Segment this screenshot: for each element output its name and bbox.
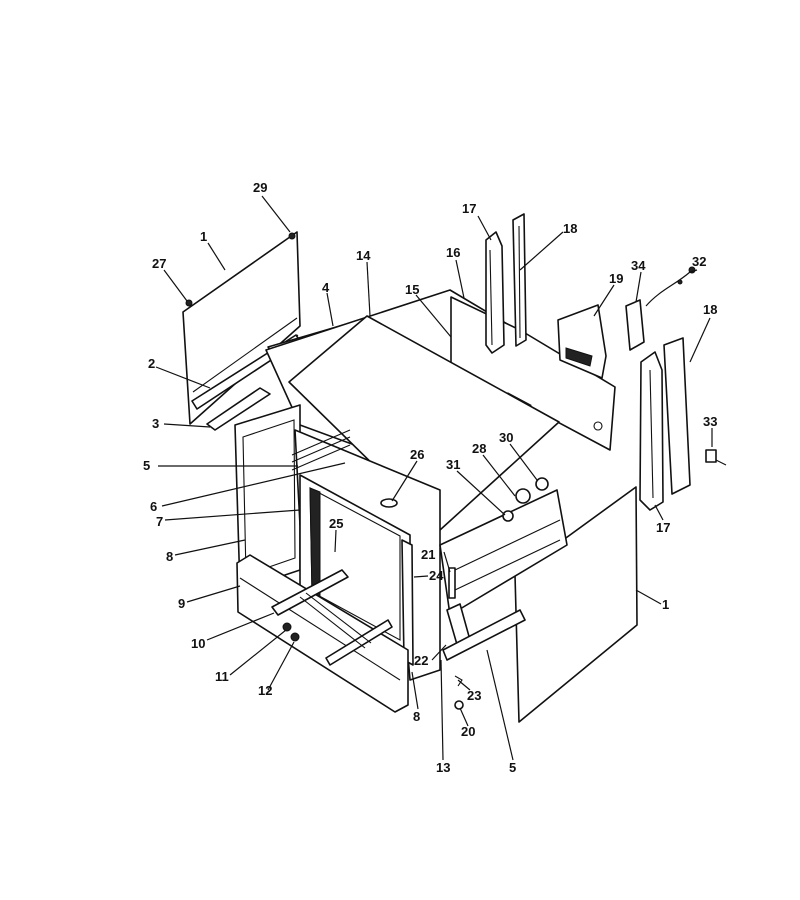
liner-bars <box>291 429 351 471</box>
vent-bracket <box>557 304 607 379</box>
callout-22: 22 <box>414 653 428 668</box>
control-area <box>439 477 568 616</box>
callout-16: 16 <box>446 245 460 260</box>
callout-32: 32 <box>692 254 706 269</box>
callout-24: 24 <box>429 568 444 583</box>
callout-10: 10 <box>191 636 205 651</box>
leader-lines <box>155 195 713 761</box>
callout-14: 14 <box>356 248 371 263</box>
right-upright-pair <box>639 337 691 511</box>
callout-7: 7 <box>156 514 163 529</box>
callout-18-right: 18 <box>703 302 717 317</box>
callout-8-right: 8 <box>413 709 420 724</box>
callout-33: 33 <box>703 414 717 429</box>
top-clip <box>380 498 398 508</box>
terminal-block <box>625 299 645 351</box>
burner-valve-parts <box>442 567 526 661</box>
callout-1-right: 1 <box>662 597 669 612</box>
callout-29: 29 <box>253 180 267 195</box>
kick-panel <box>236 554 409 713</box>
callout-20: 20 <box>461 724 475 739</box>
callout-30: 30 <box>499 430 513 445</box>
callout-26: 26 <box>410 447 424 462</box>
callout-6: 6 <box>150 499 157 514</box>
door-handle <box>271 569 393 666</box>
callout-31: 31 <box>446 457 460 472</box>
callout-12: 12 <box>258 683 272 698</box>
callout-23: 23 <box>467 688 481 703</box>
callout-21: 21 <box>421 547 435 562</box>
callout-19: 19 <box>609 271 623 286</box>
power-cord <box>645 266 696 307</box>
callout-17-right: 17 <box>656 520 670 535</box>
callout-8-left: 8 <box>166 549 173 564</box>
callout-18-rear: 18 <box>563 221 577 236</box>
small-bracket <box>705 449 727 466</box>
small-fittings <box>454 675 464 710</box>
rear-upright-pair <box>485 213 527 354</box>
callout-13: 13 <box>436 760 450 775</box>
handle-screws <box>282 622 300 642</box>
callout-34: 34 <box>631 258 646 273</box>
callout-2: 2 <box>148 356 155 371</box>
callout-9: 9 <box>178 596 185 611</box>
callout-5-left: 5 <box>143 458 150 473</box>
callout-4: 4 <box>322 280 330 295</box>
callout-25: 25 <box>329 516 343 531</box>
callout-15: 15 <box>405 282 419 297</box>
callout-17-rear: 17 <box>462 201 476 216</box>
callout-labels: 29 1 27 2 3 4 14 5 6 7 8 9 10 11 12 17 1… <box>143 180 717 775</box>
callout-27: 27 <box>152 256 166 271</box>
callout-5-right: 5 <box>509 760 516 775</box>
door-side-trim <box>401 539 414 666</box>
right-side-panel <box>514 486 638 723</box>
callout-28: 28 <box>472 441 486 456</box>
callout-11: 11 <box>215 669 229 684</box>
callout-3: 3 <box>152 416 159 431</box>
callout-1-left: 1 <box>200 229 207 244</box>
